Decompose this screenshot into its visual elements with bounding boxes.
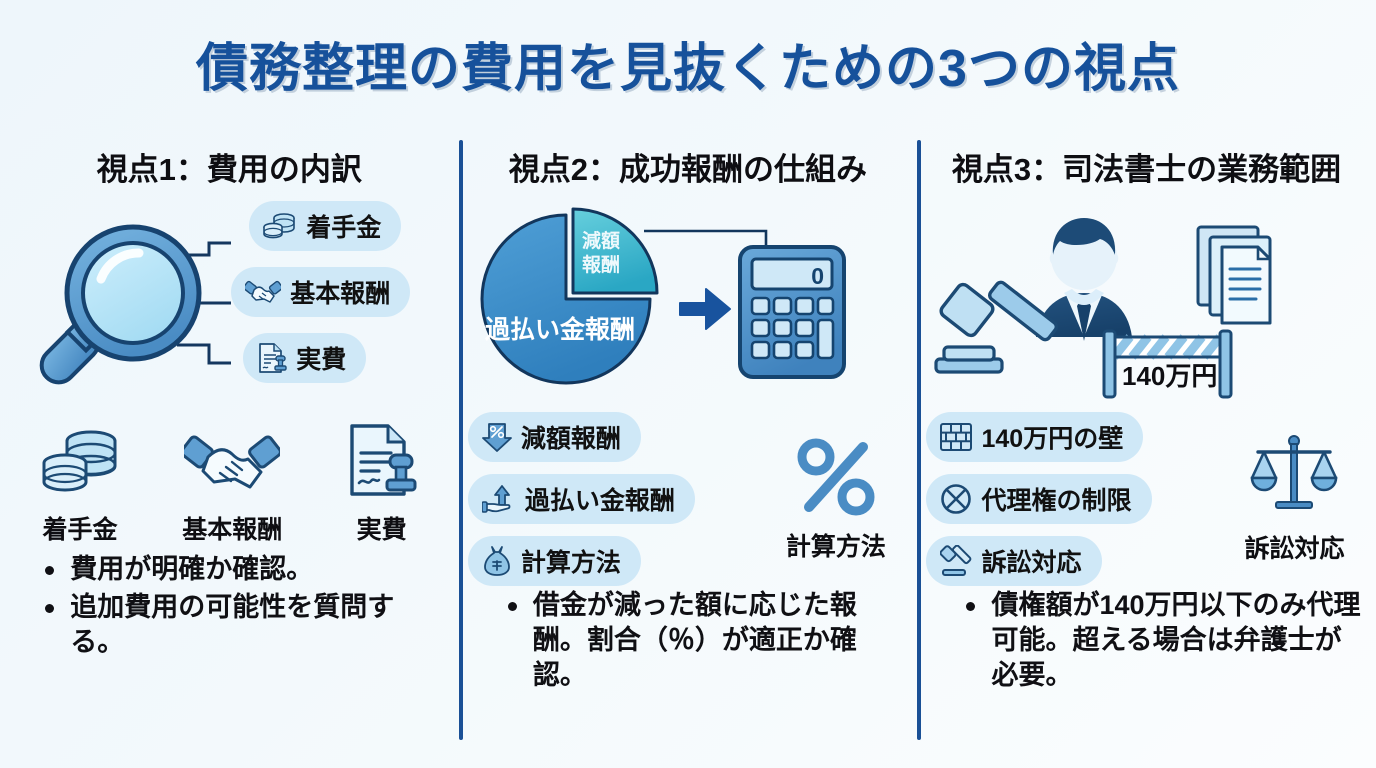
pie-calculator-diagram: 過払い金報酬 減額 報酬 0 [468, 195, 908, 410]
pie-slice-label-overpaid: 過払い金報酬 [485, 315, 635, 344]
column-1-heading: 視点1：費用の内訳 [96, 152, 362, 187]
single-icon-label: 訴訟対応 [1244, 534, 1345, 563]
coins-icon [41, 427, 119, 504]
money-bag-icon [482, 545, 512, 578]
callout-pill-label: 実費 [296, 346, 347, 374]
pill-140man-wall[interactable]: 140万円の壁 [926, 412, 1144, 462]
icon-cell-label: 着手金 [42, 516, 118, 544]
percent-icon [795, 436, 877, 523]
page-title: 債務整理の費用を見抜くための3つの視点 [196, 40, 1180, 98]
bullet-item: 借金が減った額に応じた報酬。割合（％）が適正か確認。 [499, 588, 903, 693]
icon-cell-actual-cost: 実費 [346, 423, 418, 546]
pill-calculation-method[interactable]: 計算方法 [467, 536, 641, 586]
circle-x-icon [940, 483, 972, 515]
percent-down-arrow-icon [481, 421, 512, 453]
calculator-icon: 0 [737, 245, 846, 379]
scrivener-scene-diagram: 140万円 [926, 195, 1366, 410]
column-2-lower: 減額報酬 過払い金報酬 [467, 412, 908, 586]
pill-label: 過払い金報酬 [524, 487, 675, 515]
handshake-icon [180, 429, 283, 504]
hand-up-arrow-icon [481, 483, 516, 515]
column-viewpoint-1: 視点1：費用の内訳 [0, 132, 459, 752]
pill-litigation-response[interactable]: 訴訟対応 [926, 536, 1102, 586]
pill-agency-limit[interactable]: 代理権の制限 [926, 474, 1152, 524]
document-stamp-icon [346, 423, 418, 504]
bullet-item: 追加費用の可能性を質問する。 [36, 590, 440, 660]
column-3-bullets: 債権額が140万円以下のみ代理可能。超える場合は弁護士が必要。 [957, 588, 1361, 696]
coins-icon [263, 211, 297, 241]
column-3-pills: 140万円の壁 代理権の制限 [926, 412, 1152, 586]
svg-text:0: 0 [811, 263, 824, 289]
gavel-icon [940, 545, 972, 577]
columns-container: 視点1：費用の内訳 [0, 132, 1376, 752]
pill-label: 訴訟対応 [981, 549, 1082, 577]
icon-cell-label: 実費 [356, 516, 407, 544]
column-viewpoint-2: 視点2：成功報酬の仕組み [458, 132, 918, 752]
pie-slice-label-reduction: 減額 [582, 229, 620, 252]
icon-cell-label: 基本報酬 [182, 516, 283, 544]
handshake-icon [245, 278, 282, 306]
pill-label: 代理権の制限 [981, 487, 1132, 515]
column-1-bullets: 費用が明確か確認。 追加費用の可能性を質問する。 [36, 552, 440, 663]
bullet-item: 費用が明確か確認。 [36, 552, 440, 587]
icon-cell-base-fee: 基本報酬 [180, 429, 283, 546]
pie-chart: 過払い金報酬 減額 報酬 0 [480, 207, 846, 385]
magnifier-diagram: 着手金 基本報酬 [9, 195, 449, 410]
barrier-icon [1102, 329, 1233, 399]
column-2-heading: 視点2：成功報酬の仕組み [508, 152, 868, 187]
pill-reduction-fee[interactable]: 減額報酬 [467, 412, 641, 462]
brick-wall-icon [940, 422, 973, 452]
callout-pill-label: 基本報酬 [290, 280, 391, 308]
callout-pill-base-fee[interactable]: 基本報酬 [231, 267, 411, 317]
svg-text:報酬: 報酬 [582, 253, 620, 276]
bullet-item: 債権額が140万円以下のみ代理可能。超える場合は弁護士が必要。 [957, 588, 1361, 693]
column-3-single-icon: 訴訟対応 [1244, 434, 1344, 565]
callout-pill-retainer[interactable]: 着手金 [249, 201, 402, 251]
pill-label: 140万円の壁 [981, 425, 1124, 453]
column-2-bullets: 借金が減った額に応じた報酬。割合（％）が適正か確認。 [499, 588, 903, 696]
column-1-icon-row: 着手金 基本報酬 [9, 418, 449, 546]
column-2-single-icon: 計算方法 [786, 436, 886, 563]
right-arrow-icon [678, 288, 731, 330]
pill-label: 計算方法 [520, 549, 621, 577]
column-3-lower: 140万円の壁 代理権の制限 [926, 412, 1366, 586]
single-icon-label: 計算方法 [785, 532, 886, 561]
scales-icon [1248, 434, 1340, 525]
document-stamp-icon [257, 342, 287, 374]
pill-overpaid-fee[interactable]: 過払い金報酬 [467, 474, 695, 524]
callout-pill-stack: 着手金 基本報酬 [231, 201, 411, 383]
gavel-icon [934, 280, 1059, 374]
column-viewpoint-3: 視点3：司法書士の業務範囲 [917, 132, 1376, 752]
column-3-heading: 視点3：司法書士の業務範囲 [951, 152, 1342, 187]
pill-label: 減額報酬 [520, 425, 621, 453]
businessman-icon [1036, 218, 1133, 341]
callout-pill-actual-cost[interactable]: 実費 [243, 333, 367, 383]
callout-pill-label: 着手金 [306, 214, 382, 242]
barrier-amount-label: 140万円 [1122, 361, 1217, 391]
magnifying-glass-icon [27, 209, 217, 404]
icon-cell-retainer: 着手金 [41, 427, 119, 546]
documents-stack-icon [1196, 225, 1272, 325]
column-2-pills: 減額報酬 過払い金報酬 [467, 412, 695, 586]
